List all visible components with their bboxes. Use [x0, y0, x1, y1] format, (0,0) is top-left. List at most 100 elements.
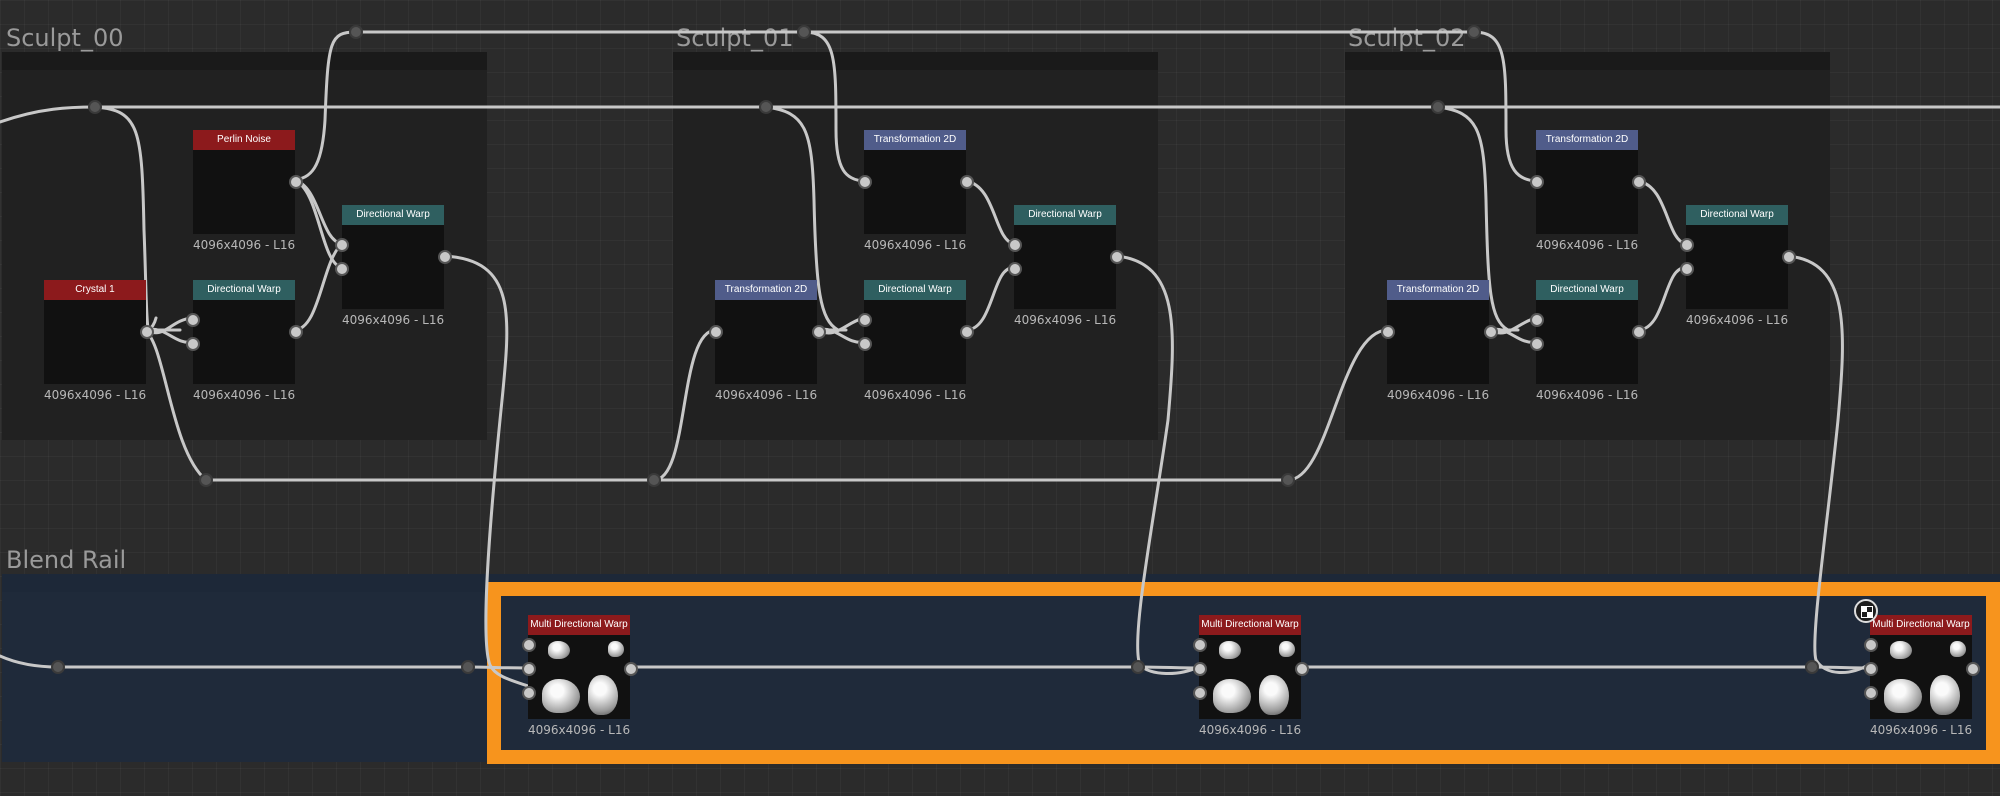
input-pin[interactable] — [1864, 638, 1878, 652]
output-pin[interactable] — [960, 175, 974, 189]
node-directional-warp[interactable]: Directional Warp 4096x4096 - L16 — [342, 205, 444, 327]
input-pin[interactable] — [335, 238, 349, 252]
node-thumbnail — [1387, 300, 1489, 384]
node-caption: 4096x4096 - L16 — [193, 388, 296, 402]
output-pin[interactable] — [1632, 325, 1646, 339]
thumb-blob — [1884, 679, 1922, 713]
node-caption: 4096x4096 - L16 — [1870, 723, 1973, 737]
frame-title-sculpt-00: Sculpt_00 — [6, 24, 124, 52]
node-caption: 4096x4096 - L16 — [864, 238, 967, 252]
node-caption: 4096x4096 - L16 — [342, 313, 445, 327]
output-pin[interactable] — [1484, 325, 1498, 339]
node-transformation-2d[interactable]: Transformation 2D 4096x4096 - L16 — [1536, 130, 1638, 252]
node-thumbnail — [1199, 635, 1301, 719]
node-thumbnail — [864, 300, 966, 384]
node-multi-directional-warp[interactable]: Multi Directional Warp 4096x4096 - L16 — [528, 615, 630, 737]
thumb-blob — [588, 675, 618, 715]
input-pin[interactable] — [1864, 662, 1878, 676]
node-header: Directional Warp — [1686, 205, 1788, 225]
input-pin[interactable] — [1680, 262, 1694, 276]
input-pin[interactable] — [186, 337, 200, 351]
node-thumbnail — [1536, 300, 1638, 384]
input-pin[interactable] — [1530, 337, 1544, 351]
thumb-blob — [1930, 675, 1960, 715]
input-pin[interactable] — [1193, 662, 1207, 676]
node-transformation-2d[interactable]: Transformation 2D 4096x4096 - L16 — [715, 280, 817, 402]
checker-icon[interactable] — [1854, 599, 1878, 623]
input-pin[interactable] — [522, 638, 536, 652]
input-pin[interactable] — [858, 175, 872, 189]
node-thumbnail — [193, 300, 295, 384]
input-pin[interactable] — [186, 313, 200, 327]
node-header: Directional Warp — [1014, 205, 1116, 225]
node-directional-warp[interactable]: Directional Warp 4096x4096 - L16 — [193, 280, 295, 402]
node-thumbnail — [528, 635, 630, 719]
node-caption: 4096x4096 - L16 — [1536, 388, 1639, 402]
node-caption: 4096x4096 - L16 — [1536, 238, 1639, 252]
node-header: Transformation 2D — [1536, 130, 1638, 150]
node-thumbnail — [193, 150, 295, 234]
node-directional-warp[interactable]: Directional Warp 4096x4096 - L16 — [1014, 205, 1116, 327]
input-pin[interactable] — [858, 313, 872, 327]
thumb-blob — [1950, 641, 1966, 657]
input-pin[interactable] — [522, 662, 536, 676]
input-pin[interactable] — [1193, 638, 1207, 652]
output-pin[interactable] — [1295, 662, 1309, 676]
node-caption: 4096x4096 - L16 — [1686, 313, 1789, 327]
output-pin[interactable] — [140, 325, 154, 339]
thumb-blob — [1219, 641, 1241, 659]
node-caption: 4096x4096 - L16 — [528, 723, 631, 737]
output-pin[interactable] — [1782, 250, 1796, 264]
input-pin[interactable] — [709, 325, 723, 339]
input-pin[interactable] — [1008, 238, 1022, 252]
node-caption: 4096x4096 - L16 — [1199, 723, 1302, 737]
output-pin[interactable] — [812, 325, 826, 339]
node-directional-warp[interactable]: Directional Warp 4096x4096 - L16 — [1536, 280, 1638, 402]
input-pin[interactable] — [1530, 313, 1544, 327]
node-multi-directional-warp[interactable]: Multi Directional Warp 4096x4096 - L16 — [1199, 615, 1301, 737]
output-pin[interactable] — [438, 250, 452, 264]
node-header: Directional Warp — [193, 280, 295, 300]
frame-title-sculpt-02: Sculpt_02 — [1348, 24, 1466, 52]
node-multi-directional-warp[interactable]: Multi Directional Warp 4096x4096 - L16 — [1870, 615, 1972, 737]
input-pin[interactable] — [1530, 175, 1544, 189]
node-transformation-2d[interactable]: Transformation 2D 4096x4096 - L16 — [1387, 280, 1489, 402]
input-pin[interactable] — [858, 337, 872, 351]
node-perlin-noise[interactable]: Perlin Noise 4096x4096 - L16 — [193, 130, 295, 252]
node-header: Transformation 2D — [1387, 280, 1489, 300]
selection-highlight — [487, 582, 2000, 764]
output-pin[interactable] — [289, 325, 303, 339]
node-header: Directional Warp — [342, 205, 444, 225]
output-pin[interactable] — [1966, 662, 1980, 676]
input-pin[interactable] — [522, 686, 536, 700]
node-caption: 4096x4096 - L16 — [864, 388, 967, 402]
output-pin[interactable] — [1110, 250, 1124, 264]
input-pin[interactable] — [335, 262, 349, 276]
input-pin[interactable] — [1381, 325, 1395, 339]
node-caption: 4096x4096 - L16 — [44, 388, 147, 402]
node-transformation-2d[interactable]: Transformation 2D 4096x4096 - L16 — [864, 130, 966, 252]
input-pin[interactable] — [1193, 686, 1207, 700]
output-pin[interactable] — [289, 175, 303, 189]
node-caption: 4096x4096 - L16 — [1387, 388, 1490, 402]
node-thumbnail — [342, 225, 444, 309]
input-pin[interactable] — [1008, 262, 1022, 276]
node-crystal-1[interactable]: Crystal 1 4096x4096 - L16 — [44, 280, 146, 402]
node-caption: 4096x4096 - L16 — [193, 238, 296, 252]
node-directional-warp[interactable]: Directional Warp 4096x4096 - L16 — [1686, 205, 1788, 327]
node-directional-warp[interactable]: Directional Warp 4096x4096 - L16 — [864, 280, 966, 402]
input-pin[interactable] — [1864, 686, 1878, 700]
input-pin[interactable] — [1680, 238, 1694, 252]
thumb-blob — [1890, 641, 1912, 659]
output-pin[interactable] — [624, 662, 638, 676]
thumb-blob — [548, 641, 570, 659]
node-header: Multi Directional Warp — [1870, 615, 1972, 635]
node-thumbnail — [864, 150, 966, 234]
thumb-blob — [1279, 641, 1295, 657]
output-pin[interactable] — [1632, 175, 1646, 189]
output-pin[interactable] — [960, 325, 974, 339]
node-header: Directional Warp — [1536, 280, 1638, 300]
node-thumbnail — [715, 300, 817, 384]
node-header: Perlin Noise — [193, 130, 295, 150]
